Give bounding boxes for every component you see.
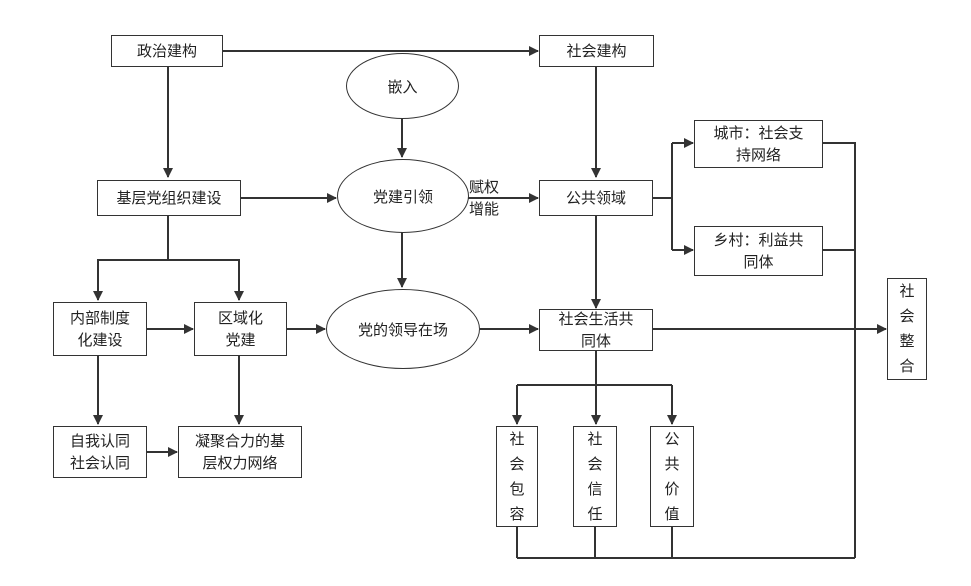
node-grassroots-party-org: 基层党组织建设	[97, 180, 241, 216]
node-city-support: 城市：社会支 持网络	[694, 120, 823, 168]
node-social-life-community: 社会生活共 同体	[539, 309, 653, 351]
edge-grassroots-split	[93, 216, 169, 301]
node-party-presence: 党的领导在场	[326, 289, 480, 369]
node-social-trust: 社 会 信 任	[573, 426, 617, 527]
node-public-domain: 公共领域	[539, 180, 653, 216]
node-internal-system: 内部制度 化建设	[53, 302, 147, 356]
edge-public-split	[653, 143, 673, 199]
node-self-recognition: 自我认同 社会认同	[53, 426, 147, 478]
node-social-integration: 社 会 整 合	[887, 278, 927, 380]
label-empower: 赋权 增能	[469, 178, 500, 218]
node-grassroots-network: 凝聚合力的基 层权力网络	[178, 426, 302, 478]
edge-city-out	[823, 142, 856, 558]
node-political-construct: 政治建构	[111, 35, 223, 67]
node-rural-interest: 乡村：利益共 同体	[694, 226, 823, 276]
node-regional-party: 区域化 党建	[194, 302, 287, 356]
node-public-value: 公 共 价 值	[650, 426, 694, 527]
edge-grassroots-split-right	[168, 259, 244, 301]
node-embed: 嵌入	[346, 53, 459, 119]
node-party-leading: 党建引领	[337, 159, 469, 233]
node-social-construct: 社会建构	[539, 35, 654, 67]
node-social-inclusion: 社 会 包 容	[496, 426, 538, 527]
